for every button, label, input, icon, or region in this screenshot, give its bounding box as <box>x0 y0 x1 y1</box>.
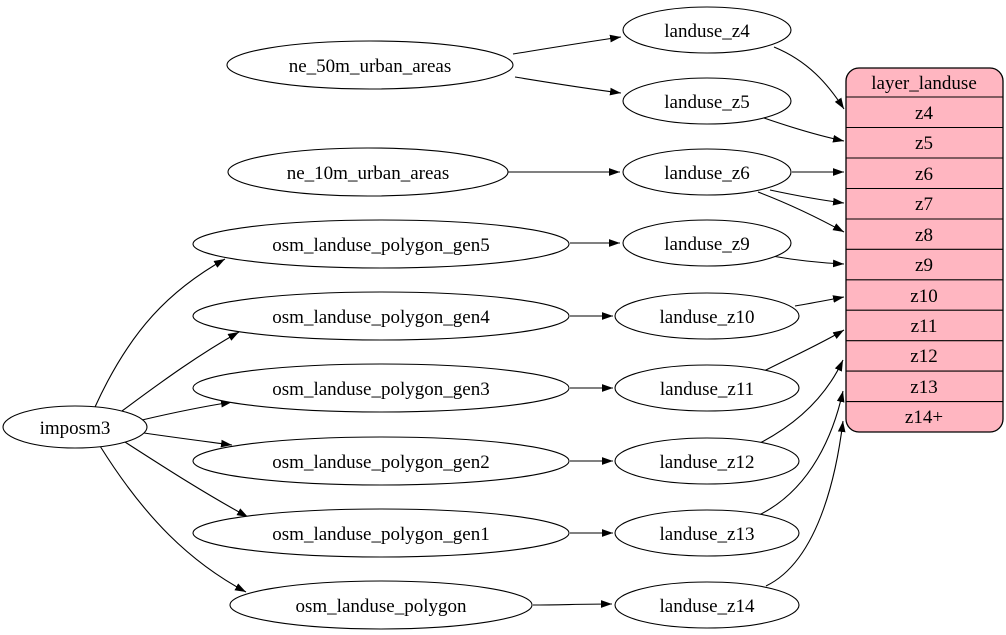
node-osm_landuse_polygon_gen1-shape <box>192 508 570 558</box>
node-landuse_z5-shape <box>622 77 792 125</box>
node-landuse_z6-shape <box>622 148 792 196</box>
node-imposm3-label: imposm3 <box>40 418 111 439</box>
edge-imposm3-to-osm_landuse_polygon_gen3 <box>141 399 233 421</box>
node-landuse_z11: landuse_z11 <box>614 364 800 412</box>
table-row-label-z8: z8 <box>915 225 933 246</box>
edge-landuse_z10-to-row-z10 <box>794 295 845 307</box>
table-layer_landuse: layer_landuse z4 z5 z6 z7 z8 z9 z10 z11 … <box>845 67 1004 433</box>
edge-landuse_z4-to-row-z4 <box>773 46 845 110</box>
node-ne_10m_urban_areas-label: ne_10m_urban_areas <box>287 163 450 184</box>
node-landuse_z12-label: landuse_z12 <box>660 452 755 473</box>
node-osm_landuse_polygon_gen5-shape <box>192 219 570 269</box>
edge-imposm3-to-osm_landuse_polygon_gen2 <box>143 432 233 448</box>
edge-ne_50m_urban_areas-to-landuse_z4 <box>512 34 622 55</box>
node-osm_landuse_polygon_gen4: osm_landuse_polygon_gen4 <box>192 291 570 341</box>
table-row-label-z14plus: z14+ <box>905 407 943 428</box>
node-landuse_z14-shape <box>614 581 800 629</box>
table-row-label-z6: z6 <box>915 164 933 185</box>
edge-landuse_z6-to-row-z8 <box>757 191 845 233</box>
edge-landuse_z9-to-row-z9 <box>771 255 845 268</box>
node-landuse_z13-label: landuse_z13 <box>660 524 755 545</box>
table-row-label-z11: z11 <box>911 316 938 337</box>
node-landuse_z10-label: landuse_z10 <box>660 307 755 328</box>
node-landuse_z12-shape <box>614 437 800 485</box>
node-landuse_z12: landuse_z12 <box>614 437 800 485</box>
node-landuse_z4-shape <box>622 6 792 54</box>
node-osm_landuse_polygon: osm_landuse_polygon <box>229 580 533 630</box>
edge-landuse_z11-to-row-z11 <box>763 329 845 372</box>
node-landuse_z11-shape <box>614 364 800 412</box>
node-osm_landuse_polygon-shape <box>229 580 533 630</box>
node-landuse_z9-shape <box>622 219 792 267</box>
edge-imposm3-to-osm_landuse_polygon_gen4 <box>121 331 240 412</box>
node-ne_10m_urban_areas-shape <box>227 147 509 197</box>
table-row-label-z4: z4 <box>915 103 933 124</box>
node-landuse_z14-label: landuse_z14 <box>660 596 755 617</box>
table-title: layer_landuse <box>871 73 977 94</box>
node-osm_landuse_polygon_gen5-label: osm_landuse_polygon_gen5 <box>272 235 489 256</box>
node-landuse_z10: landuse_z10 <box>614 292 800 340</box>
node-ne_50m_urban_areas-shape <box>226 40 514 90</box>
edge-ne_50m_urban_areas-to-landuse_z5 <box>514 76 622 96</box>
node-osm_landuse_polygon_gen3-label: osm_landuse_polygon_gen3 <box>272 379 489 400</box>
edge-landuse_z14-to-row-z14plus <box>765 420 846 587</box>
node-landuse_z4-label: landuse_z4 <box>664 21 750 42</box>
node-imposm3: imposm3 <box>2 405 148 449</box>
node-landuse_z10-shape <box>614 292 800 340</box>
node-osm_landuse_polygon_gen4-label: osm_landuse_polygon_gen4 <box>272 307 490 328</box>
edge-imposm3-to-osm_landuse_polygon_gen5 <box>94 258 226 408</box>
table-row-label-z12: z12 <box>910 346 937 367</box>
edge-imposm3-to-osm_landuse_polygon_gen1 <box>124 441 249 518</box>
node-osm_landuse_polygon_gen2-label: osm_landuse_polygon_gen2 <box>272 452 489 473</box>
table-row-label-z5: z5 <box>915 133 933 154</box>
table-row-label-z10: z10 <box>910 286 937 307</box>
node-osm_landuse_polygon_gen1-label: osm_landuse_polygon_gen1 <box>272 524 489 545</box>
edge-landuse_z13-to-row-z13 <box>758 390 845 516</box>
node-landuse_z9: landuse_z9 <box>622 219 792 267</box>
table-row-label-z13: z13 <box>910 377 937 398</box>
node-landuse_z14: landuse_z14 <box>614 581 800 629</box>
node-osm_landuse_polygon_gen1: osm_landuse_polygon_gen1 <box>192 508 570 558</box>
edge-landuse_z12-to-row-z12 <box>759 359 844 444</box>
node-osm_landuse_polygon_gen3-shape <box>192 363 570 413</box>
node-osm_landuse_polygon_gen3: osm_landuse_polygon_gen3 <box>192 363 570 413</box>
node-landuse_z4: landuse_z4 <box>622 6 792 54</box>
edge-imposm3-to-osm_landuse_polygon <box>99 445 247 593</box>
node-osm_landuse_polygon_gen2-shape <box>192 436 570 486</box>
table-row-label-z9: z9 <box>915 255 933 276</box>
node-imposm3-shape <box>2 405 148 449</box>
edge-osm_landuse_polygon-to-landuse_z14 <box>532 600 613 608</box>
node-ne_50m_urban_areas-label: ne_50m_urban_areas <box>289 56 452 77</box>
edge-layer <box>94 34 846 608</box>
node-landuse_z6: landuse_z6 <box>622 148 792 196</box>
table-row-label-z7: z7 <box>915 194 933 215</box>
edge-landuse_z5-to-row-z5 <box>763 117 845 143</box>
node-landuse_z6-label: landuse_z6 <box>664 163 749 184</box>
node-ne_10m_urban_areas: ne_10m_urban_areas <box>227 147 509 197</box>
node-landuse_z13: landuse_z13 <box>614 509 800 557</box>
node-landuse_z11-label: landuse_z11 <box>660 379 754 400</box>
node-osm_landuse_polygon_gen5: osm_landuse_polygon_gen5 <box>192 219 570 269</box>
node-osm_landuse_polygon-label: osm_landuse_polygon <box>296 596 467 617</box>
node-osm_landuse_polygon_gen4-shape <box>192 291 570 341</box>
node-landuse_z5: landuse_z5 <box>622 77 792 125</box>
node-landuse_z5-label: landuse_z5 <box>664 92 749 113</box>
node-landuse_z13-shape <box>614 509 800 557</box>
node-layer: imposm3 ne_50m_urban_areas ne_10m_urban_… <box>2 6 800 630</box>
node-ne_50m_urban_areas: ne_50m_urban_areas <box>226 40 514 90</box>
edge-landuse_z6-to-row-z7 <box>769 189 845 206</box>
node-osm_landuse_polygon_gen2: osm_landuse_polygon_gen2 <box>192 436 570 486</box>
node-landuse_z9-label: landuse_z9 <box>664 234 749 255</box>
